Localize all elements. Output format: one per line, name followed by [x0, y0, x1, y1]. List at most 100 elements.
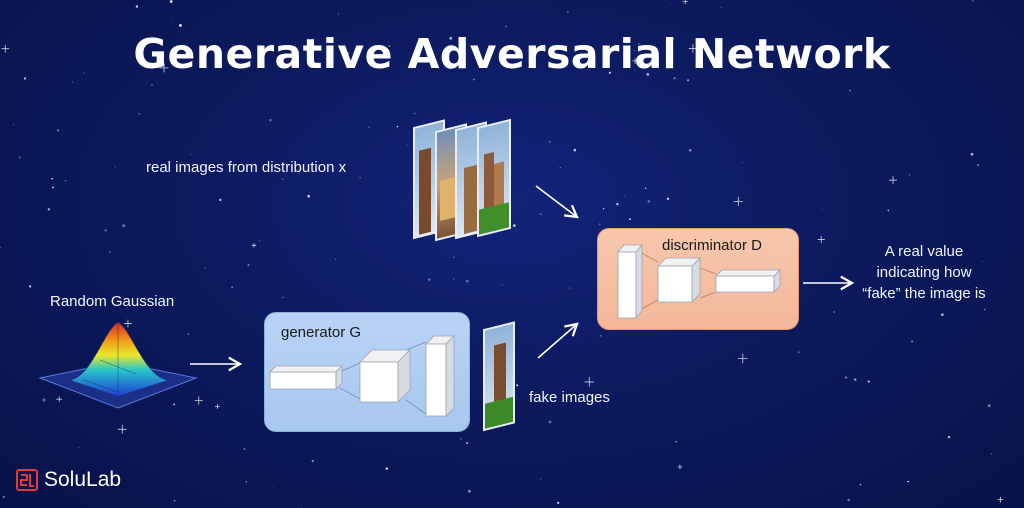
- star: [187, 333, 189, 335]
- star: [669, 3, 671, 5]
- star: [982, 260, 983, 262]
- star: [219, 198, 222, 202]
- star: [2, 495, 5, 499]
- star: [573, 148, 577, 152]
- star: [987, 404, 991, 408]
- arrow-real-to-discriminator: [535, 185, 579, 219]
- star: [983, 308, 986, 311]
- sparkle-star: [688, 44, 698, 53]
- star: [687, 79, 690, 82]
- star: [646, 73, 650, 76]
- discriminator-label: discriminator D: [662, 237, 763, 254]
- star: [247, 264, 250, 267]
- solulab-logo: SoluLab: [16, 468, 121, 492]
- star: [71, 81, 73, 83]
- star: [47, 208, 50, 211]
- star: [808, 68, 811, 70]
- star: [18, 156, 21, 159]
- star: [941, 313, 944, 316]
- star: [947, 435, 951, 439]
- real-images-label: real images from distribution x: [146, 159, 347, 176]
- star: [122, 224, 126, 228]
- star: [608, 71, 612, 74]
- star: [51, 177, 53, 180]
- star: [231, 286, 234, 289]
- star: [335, 258, 337, 260]
- sparkle-star: [194, 396, 203, 405]
- star: [245, 481, 247, 483]
- star: [629, 218, 631, 221]
- star: [385, 467, 389, 470]
- sparkle-star: [682, 0, 688, 5]
- star: [135, 5, 139, 8]
- output-label: A real value indicating how “fake” the i…: [862, 243, 986, 302]
- star: [104, 229, 107, 232]
- star: [557, 501, 560, 504]
- sparkle-star: [214, 403, 220, 409]
- star: [970, 152, 974, 156]
- star: [466, 442, 469, 445]
- star: [887, 209, 890, 212]
- star: [311, 460, 314, 463]
- star: [173, 499, 176, 502]
- star: [459, 438, 462, 440]
- star: [272, 485, 274, 487]
- star: [908, 174, 911, 176]
- star: [844, 376, 847, 379]
- star: [854, 378, 857, 381]
- star: [602, 207, 605, 210]
- star: [472, 78, 475, 81]
- star: [243, 448, 246, 451]
- star: [634, 50, 635, 51]
- star: [666, 197, 670, 201]
- star: [465, 279, 469, 283]
- star: [428, 278, 431, 281]
- brand-name: SoluLab: [44, 468, 122, 491]
- star: [548, 420, 552, 424]
- page-title: Generative Adversarial Network: [133, 30, 891, 78]
- random-gaussian-label: Random Gaussian: [50, 293, 175, 310]
- star: [559, 167, 561, 169]
- star: [512, 224, 516, 227]
- star: [567, 11, 569, 13]
- star: [338, 13, 339, 15]
- star: [599, 334, 602, 337]
- star: [28, 285, 32, 288]
- star: [616, 202, 619, 206]
- star: [638, 43, 640, 45]
- sparkle-star: [733, 196, 743, 207]
- star: [259, 240, 261, 242]
- star: [911, 340, 913, 343]
- sparkle-star: [584, 377, 595, 387]
- star: [307, 194, 311, 198]
- star: [114, 166, 116, 168]
- star: [406, 143, 408, 145]
- sparkle-star: [56, 396, 63, 403]
- star: [449, 36, 453, 40]
- star: [64, 180, 67, 182]
- sparkle-star: [632, 57, 639, 64]
- star: [453, 278, 455, 280]
- star: [359, 177, 361, 179]
- sparkle-star: [889, 176, 897, 185]
- star: [52, 186, 54, 189]
- sparkle-star: [159, 63, 169, 73]
- star: [972, 0, 974, 2]
- star: [548, 140, 551, 143]
- sparkle-star: [117, 424, 127, 434]
- star: [396, 126, 399, 128]
- star: [624, 194, 626, 196]
- sparkle-star: [1, 44, 10, 53]
- star: [798, 351, 800, 353]
- star: [388, 45, 391, 47]
- star: [907, 480, 910, 483]
- sparkle-star: [737, 353, 748, 364]
- star: [468, 489, 471, 493]
- sparkle-star: [997, 496, 1004, 503]
- star: [990, 453, 993, 455]
- star: [172, 18, 174, 20]
- arrow-fake-to-discriminator: [537, 322, 579, 359]
- star: [190, 153, 192, 155]
- star: [821, 208, 823, 210]
